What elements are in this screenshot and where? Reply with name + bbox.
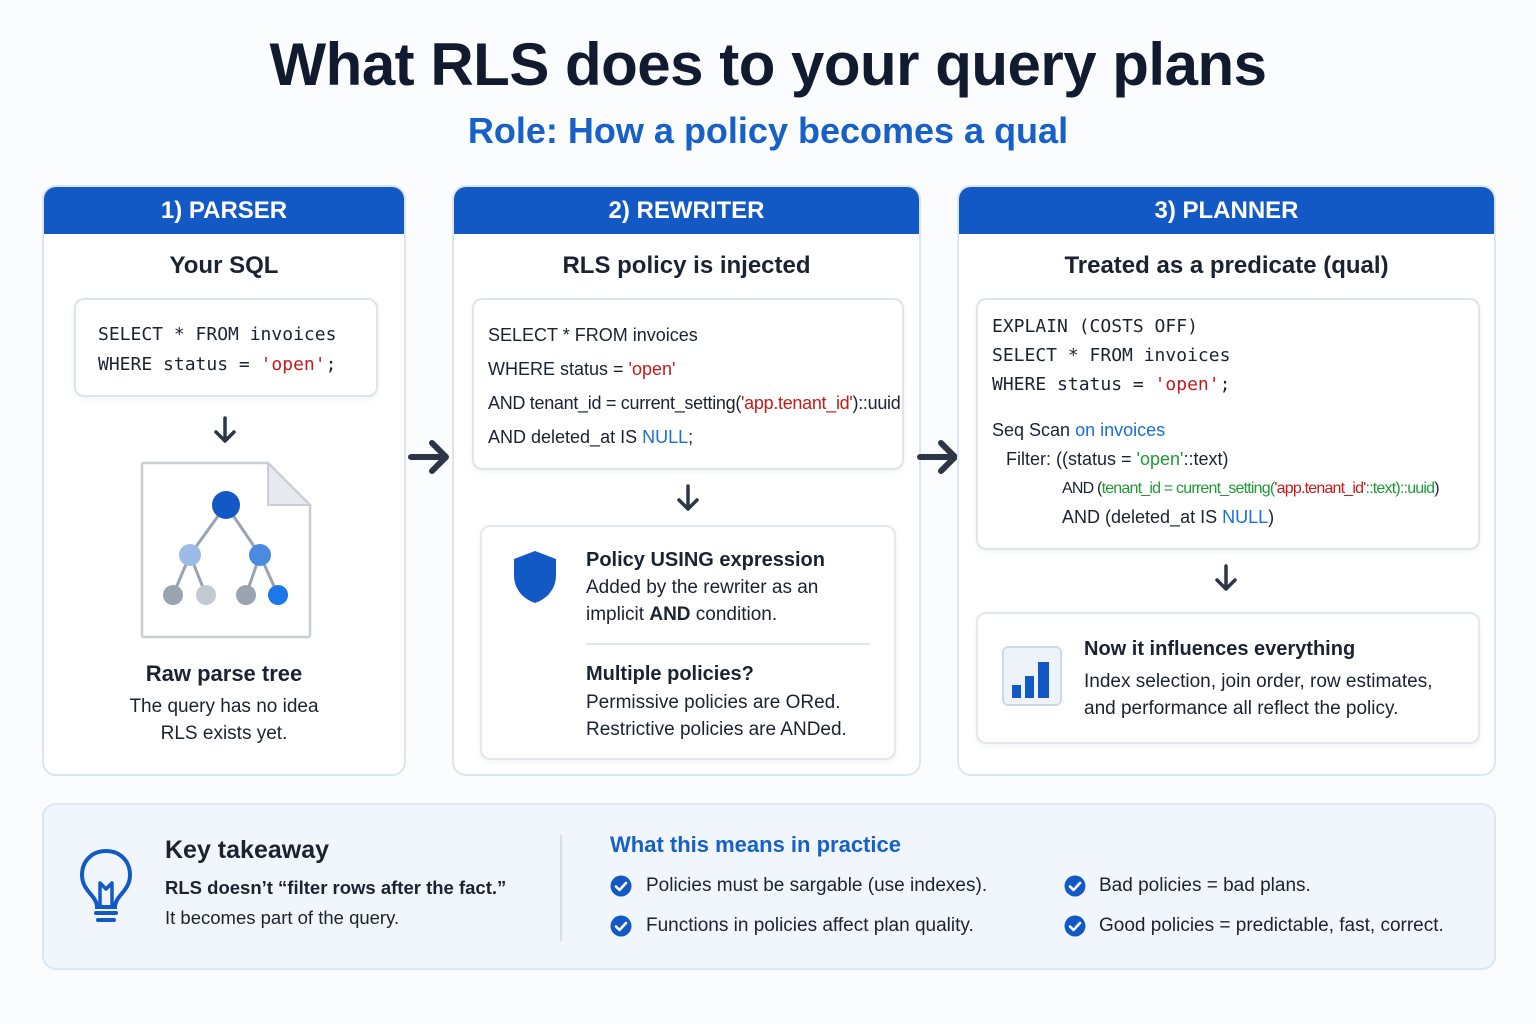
parse-tree-desc-line1: The query has no idea bbox=[129, 696, 319, 717]
rewriter-sql-box: SELECT * FROM invoices WHERE status = 'o… bbox=[472, 298, 904, 470]
check-icon bbox=[610, 875, 632, 897]
parse-tree-icon bbox=[140, 460, 314, 644]
takeaway-line1: RLS doesn’t “filter rows after the fact.… bbox=[165, 877, 507, 898]
takeaway-panel: Key takeaway RLS doesn’t “filter rows af… bbox=[42, 803, 1496, 970]
influence-title: Now it influences everything bbox=[1084, 638, 1356, 660]
parser-sql-line1: SELECT * FROM invoices bbox=[98, 324, 337, 345]
arrow-down-icon bbox=[673, 483, 703, 519]
planner-sql-line2: SELECT * FROM invoices bbox=[992, 345, 1231, 366]
planner-sql-line1: EXPLAIN (COSTS OFF) bbox=[992, 316, 1198, 337]
parser-panel: 1) PARSER Your SQL SELECT * FROM invoice… bbox=[42, 185, 406, 776]
check-icon bbox=[1064, 915, 1086, 937]
multi-policy-title: Multiple policies? bbox=[586, 663, 754, 685]
influence-desc-line2: and performance all reflect the policy. bbox=[1084, 698, 1399, 719]
page-title: What RLS does to your query plans bbox=[269, 31, 1267, 98]
rewriter-heading: RLS policy is injected bbox=[562, 252, 811, 279]
influence-desc-line1: Index selection, join order, row estimat… bbox=[1084, 671, 1433, 692]
planner-heading: Treated as a predicate (qual) bbox=[1064, 252, 1389, 279]
influence-card: Now it influences everything Index selec… bbox=[976, 612, 1480, 744]
practice-item: Policies must be sargable (use indexes). bbox=[646, 875, 988, 896]
planner-panel: 3) PLANNER Treated as a predicate (qual)… bbox=[957, 185, 1496, 776]
planner-sql-block: EXPLAIN (COSTS OFF) SELECT * FROM invoic… bbox=[992, 312, 1230, 399]
rewriter-sql-line4: AND deleted_at IS NULL; bbox=[488, 427, 694, 447]
policy-card: Policy USING expression Added by the rew… bbox=[480, 525, 896, 760]
multi-policy-desc-line1: Permissive policies are ORed. bbox=[586, 692, 841, 713]
check-icon bbox=[1064, 875, 1086, 897]
policy-desc-line2: implicit AND condition. bbox=[586, 604, 778, 625]
arrow-right-icon bbox=[408, 438, 452, 481]
shield-icon bbox=[512, 549, 558, 610]
page-subtitle: Role: How a policy becomes a qual bbox=[467, 110, 1069, 151]
planner-explain-box: EXPLAIN (COSTS OFF) SELECT * FROM invoic… bbox=[976, 298, 1480, 550]
divider bbox=[560, 835, 562, 941]
arrow-right-icon bbox=[917, 438, 961, 481]
multi-policy-desc-line2: Restrictive policies are ANDed. bbox=[586, 719, 847, 740]
plan-line1: Seq Scan on invoices bbox=[992, 420, 1166, 440]
lightbulb-icon bbox=[76, 847, 136, 932]
rewriter-sql-line3: AND tenant_id = current_setting('app.ten… bbox=[488, 393, 901, 413]
parse-tree-title: Raw parse tree bbox=[145, 661, 303, 686]
arrow-down-icon bbox=[210, 415, 240, 451]
planner-sql-line3: WHERE status = 'open'; bbox=[992, 374, 1231, 395]
arrow-down-icon bbox=[1211, 563, 1241, 599]
divider bbox=[586, 643, 870, 645]
plan-line4: AND (deleted_at IS NULL) bbox=[1062, 507, 1275, 527]
parser-sql-box: SELECT * FROM invoices WHERE status = 'o… bbox=[74, 298, 378, 397]
practice-item: Good policies = predictable, fast, corre… bbox=[1099, 915, 1444, 936]
plan-output: Seq Scan on invoices Filter: ((status = … bbox=[992, 416, 1478, 532]
rewriter-sql-line2: WHERE status = 'open' bbox=[488, 359, 676, 379]
parser-header: 1) PARSER bbox=[44, 187, 404, 234]
parse-tree-desc-line2: RLS exists yet. bbox=[160, 723, 288, 744]
rewriter-header: 2) REWRITER bbox=[454, 187, 919, 234]
practice-title: What this means in practice bbox=[610, 832, 901, 857]
planner-header: 3) PLANNER bbox=[959, 187, 1494, 234]
takeaway-line2: It becomes part of the query. bbox=[165, 907, 400, 928]
policy-title: Policy USING expression bbox=[586, 549, 825, 571]
policy-desc-line1: Added by the rewriter as an bbox=[586, 577, 819, 598]
check-icon bbox=[610, 915, 632, 937]
plan-line2: Filter: ((status = 'open'::text) bbox=[1006, 449, 1229, 469]
takeaway-title: Key takeaway bbox=[165, 836, 330, 864]
practice-item: Functions in policies affect plan qualit… bbox=[646, 915, 974, 936]
bar-chart-icon bbox=[1002, 646, 1062, 711]
parser-heading: Your SQL bbox=[169, 252, 279, 279]
plan-line3: AND (tenant_id = current_setting('app.te… bbox=[1062, 480, 1440, 497]
rewriter-sql-line1: SELECT * FROM invoices bbox=[488, 325, 698, 345]
practice-item: Bad policies = bad plans. bbox=[1099, 875, 1311, 896]
parser-sql-line2: WHERE status = 'open'; bbox=[98, 354, 337, 375]
rewriter-panel: 2) REWRITER RLS policy is injected SELEC… bbox=[452, 185, 921, 776]
